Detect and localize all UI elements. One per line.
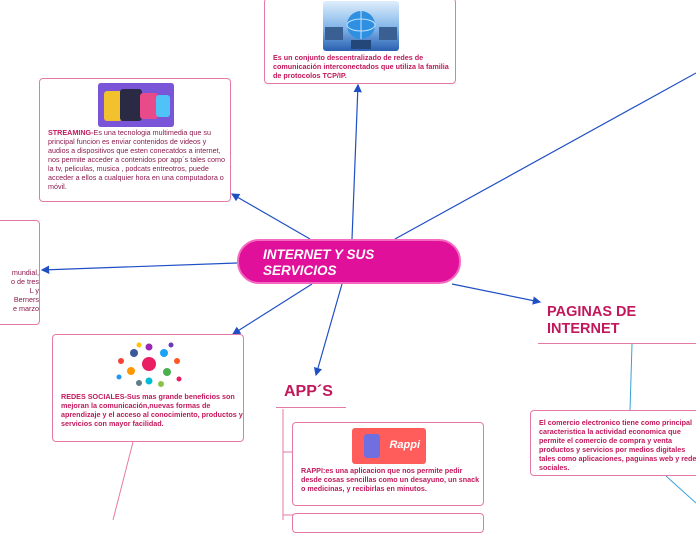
redes-sociales-title: REDES SOCIALES- <box>61 392 127 401</box>
redes-sociales-card: REDES SOCIALES-Sus mas grande beneficios… <box>52 334 244 442</box>
paginas-heading: PAGINAS DE INTERNET <box>547 304 637 337</box>
streaming-title: STREAMING- <box>48 128 94 137</box>
connector-redes <box>231 283 313 335</box>
rappi-card: Rappi RAPPI:es una aplicacion que nos pe… <box>292 422 484 506</box>
connector-top <box>351 83 362 240</box>
streaming-image <box>98 83 174 127</box>
app-card-2 <box>292 513 484 533</box>
connector-paginas <box>451 283 542 305</box>
internet-definition-text: Es un conjunto descentralizado de redes … <box>273 53 449 80</box>
rappi-description: es una aplicacion que nos permite pedir … <box>301 466 480 493</box>
redes-sociales-description: Sus mas grande beneficios son mejoran la… <box>61 392 243 428</box>
paginas-card: El comercio electronico tiene como princ… <box>530 410 696 476</box>
paginas-heading-underline <box>538 343 696 344</box>
rappi-title: RAPPI: <box>301 466 326 475</box>
paginas-text: El comercio electronico tiene como princ… <box>539 418 696 472</box>
connector-left <box>40 262 238 274</box>
connector-lines <box>40 72 696 520</box>
streaming-description: Es una tecnologia multimedia que su prin… <box>48 128 225 191</box>
redes-sociales-text: REDES SOCIALES-Sus mas grande beneficios… <box>61 392 243 428</box>
left-cutoff-text: mundial, o de tres L y Berners e marzo <box>11 268 39 313</box>
streaming-card: STREAMING-Es una tecnologia multimedia q… <box>39 78 231 202</box>
apps-heading: APP´S <box>284 383 333 400</box>
rappi-text: RAPPI:es una aplicacion que nos permite … <box>301 466 483 493</box>
connector-right <box>394 72 696 240</box>
social-icons-image <box>109 339 189 389</box>
internet-definition-card: Es un conjunto descentralizado de redes … <box>264 0 456 84</box>
rappi-logo-image: Rappi <box>352 428 426 464</box>
central-topic[interactable]: INTERNET Y SUS SERVICIOS <box>237 239 461 284</box>
globe-network-image <box>323 1 399 51</box>
rappi-logo-text: Rappi <box>389 439 420 451</box>
phone-icon <box>364 434 380 458</box>
apps-heading-underline <box>276 407 346 408</box>
left-cutoff-card: mundial, o de tres L y Berners e marzo <box>0 220 40 325</box>
streaming-text: STREAMING-Es una tecnologia multimedia q… <box>48 128 228 191</box>
connector-streaming <box>230 193 311 240</box>
connector-apps <box>313 283 343 377</box>
central-topic-label: INTERNET Y SUS SERVICIOS <box>263 247 375 278</box>
